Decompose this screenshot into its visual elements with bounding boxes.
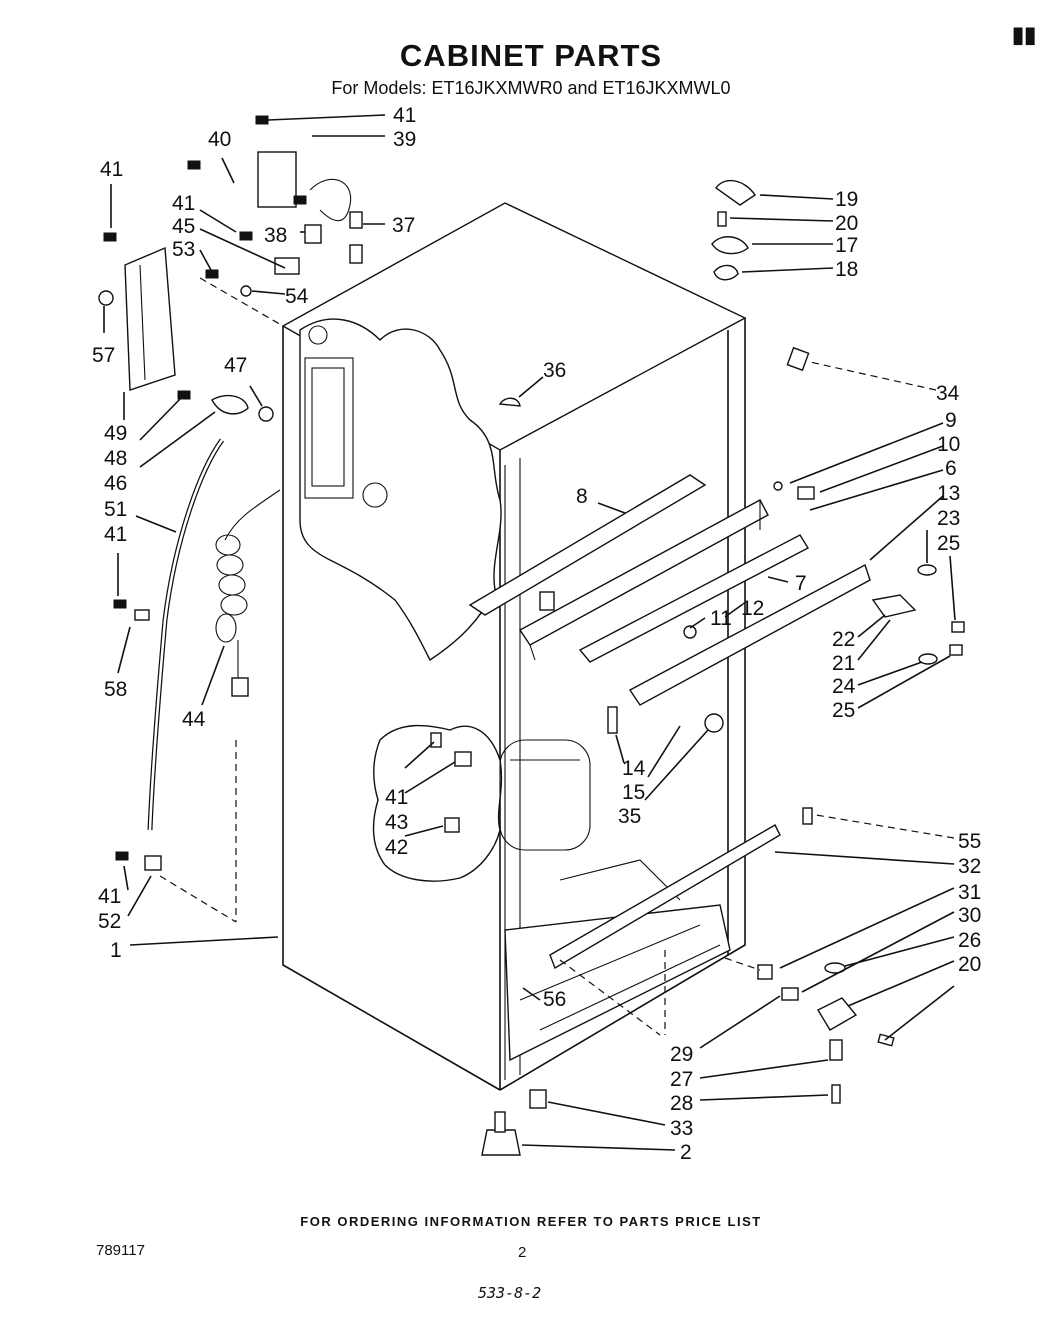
callout: 57 xyxy=(92,344,115,367)
callout: 34 xyxy=(936,382,960,405)
callout: 24 xyxy=(832,675,856,698)
callout: 41 xyxy=(393,104,416,127)
callout: 7 xyxy=(795,572,807,595)
callout: 38 xyxy=(264,224,287,247)
callout: 46 xyxy=(104,472,127,495)
front-rail xyxy=(549,824,781,970)
drain-hose xyxy=(147,438,225,831)
callout: 53 xyxy=(172,238,195,261)
callout: 37 xyxy=(392,214,415,237)
callout: 20 xyxy=(835,212,858,235)
callout: 17 xyxy=(835,234,858,257)
callout: 18 xyxy=(835,258,858,281)
bottom-hinge-parts xyxy=(481,807,895,1156)
callout: 22 xyxy=(832,628,855,651)
cutaway-upper xyxy=(299,318,502,662)
right-bracket-parts xyxy=(607,481,965,734)
shelf-rail-assembly xyxy=(468,474,871,706)
callout: 40 xyxy=(208,128,231,151)
callout: 36 xyxy=(543,359,566,382)
callout: 32 xyxy=(958,855,981,878)
callout: 35 xyxy=(618,805,641,828)
page-title: CABINET PARTS xyxy=(399,38,663,73)
callout: 47 xyxy=(224,354,247,377)
callout: 9 xyxy=(945,409,957,432)
callout: 42 xyxy=(385,836,408,859)
callout: 30 xyxy=(958,904,981,927)
callout: 21 xyxy=(832,652,855,675)
callout: 54 xyxy=(285,285,309,308)
callout: 25 xyxy=(832,699,855,722)
leader-lines xyxy=(103,114,956,1151)
callout: 39 xyxy=(393,128,416,151)
callout: 27 xyxy=(670,1068,693,1091)
callout: 48 xyxy=(104,447,127,470)
callout: 43 xyxy=(385,811,408,834)
callout: 13 xyxy=(937,482,960,505)
callout: 55 xyxy=(958,830,981,853)
ordering-note: FOR ORDERING INFORMATION REFER TO PARTS … xyxy=(300,1214,762,1229)
callout: 19 xyxy=(835,188,858,211)
callout: 6 xyxy=(945,457,957,480)
callout-labels: 41 39 40 41 41 45 38 37 53 54 57 47 49 4… xyxy=(92,104,981,1164)
callout: 14 xyxy=(622,757,646,780)
callout: 2 xyxy=(680,1141,692,1164)
callout: 1 xyxy=(110,939,122,962)
callout: 51 xyxy=(104,498,127,521)
callout: 33 xyxy=(670,1117,693,1140)
callout: 23 xyxy=(937,507,960,530)
callout: 41 xyxy=(385,786,408,809)
callout: 49 xyxy=(104,422,127,445)
callout: 11 xyxy=(710,607,732,630)
left-fasteners xyxy=(98,115,521,871)
corner-mark: ▮▮ xyxy=(1012,22,1037,47)
callout: 12 xyxy=(741,597,764,620)
callout: 26 xyxy=(958,929,981,952)
callout: 10 xyxy=(937,433,960,456)
callout: 41 xyxy=(98,885,121,908)
callout: 44 xyxy=(182,708,206,731)
callout: 52 xyxy=(98,910,121,933)
callout: 41 xyxy=(172,192,195,215)
callout: 58 xyxy=(104,678,127,701)
callout: 31 xyxy=(958,881,981,904)
page-number: 2 xyxy=(518,1244,527,1261)
handwritten-note: 533-8-2 xyxy=(478,1284,542,1302)
power-cord xyxy=(215,489,281,697)
callout: 20 xyxy=(958,953,981,976)
control-box xyxy=(124,151,363,391)
document-number: 789117 xyxy=(96,1242,145,1259)
callout: 56 xyxy=(543,988,566,1011)
callout: 41 xyxy=(104,523,127,546)
model-subtitle: For Models: ET16JKXMWR0 and ET16JKXMWL0 xyxy=(331,78,731,98)
callout: 41 xyxy=(100,158,123,181)
top-hinge-parts xyxy=(711,179,810,372)
callout: 25 xyxy=(937,532,960,555)
callout: 15 xyxy=(622,781,645,804)
callout: 28 xyxy=(670,1092,693,1115)
callout: 29 xyxy=(670,1043,693,1066)
callout: 8 xyxy=(576,485,588,508)
callout: 45 xyxy=(172,215,195,238)
